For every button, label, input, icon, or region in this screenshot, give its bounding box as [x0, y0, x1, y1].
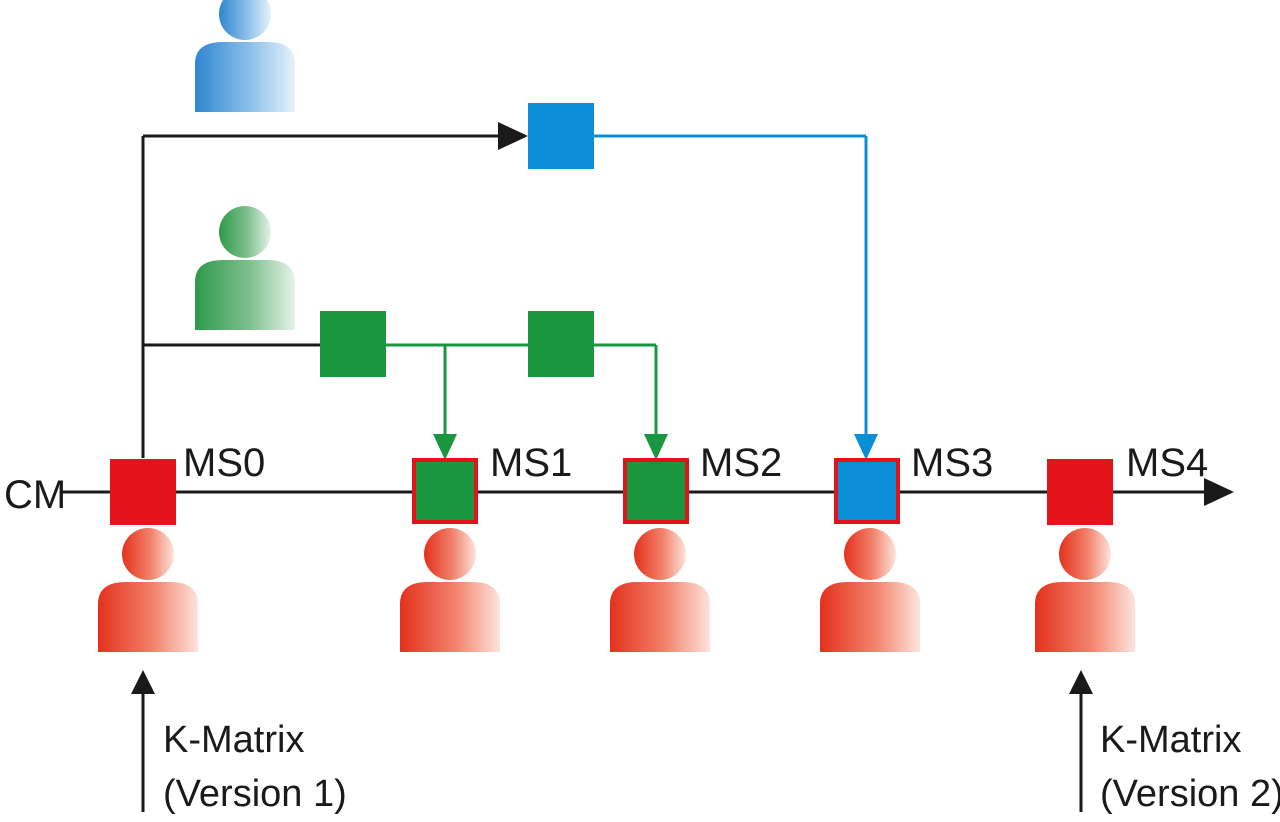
green-branch-lines: [386, 343, 658, 436]
branch-arrowhead: [498, 122, 528, 150]
milestone-box-ms3: [834, 458, 900, 524]
person-icon-green: [195, 206, 295, 330]
green-arrowheads: [433, 434, 668, 460]
person-icon-red: [610, 528, 710, 652]
milestone-label-ms2: MS2: [700, 441, 782, 485]
blue-branch-lines: [594, 134, 868, 436]
milestone-box-ms1: [412, 458, 478, 524]
person-icon-red: [400, 528, 500, 652]
green-arrowhead-ms2: [644, 434, 668, 460]
annotation-arrowhead-2: [1069, 670, 1093, 694]
milestone-label-ms0: MS0: [183, 441, 265, 485]
milestone-label-ms1: MS1: [490, 441, 572, 485]
blue-arrowhead-ms3: [854, 434, 878, 460]
annotation-1-line-2: (Version 1): [163, 773, 347, 815]
blue-work-box: [528, 103, 594, 169]
person-icon-red: [98, 528, 198, 652]
milestone-box-ms2: [623, 458, 689, 524]
person-icon-blue: [195, 0, 295, 112]
annotation-2-line-1: K-Matrix: [1100, 719, 1241, 761]
annotation-arrowhead-1: [131, 670, 155, 694]
person-icon-red: [820, 528, 920, 652]
green-arrowhead-ms1: [433, 434, 457, 460]
milestone-box-ms0: [110, 459, 176, 525]
green-work-box-1: [320, 311, 386, 377]
person-icon-red: [1035, 528, 1135, 652]
black-arrowheads: [131, 122, 1234, 694]
green-work-box-2: [528, 311, 594, 377]
axis-label-cm: CM: [4, 473, 66, 517]
milestone-box-ms4: [1047, 459, 1113, 525]
annotation-1-line-1: K-Matrix: [163, 719, 304, 761]
milestone-label-ms4: MS4: [1126, 441, 1208, 485]
milestone-label-ms3: MS3: [911, 441, 993, 485]
timeline-arrowhead: [1204, 478, 1234, 506]
annotation-2-line-2: (Version 2): [1100, 773, 1280, 815]
